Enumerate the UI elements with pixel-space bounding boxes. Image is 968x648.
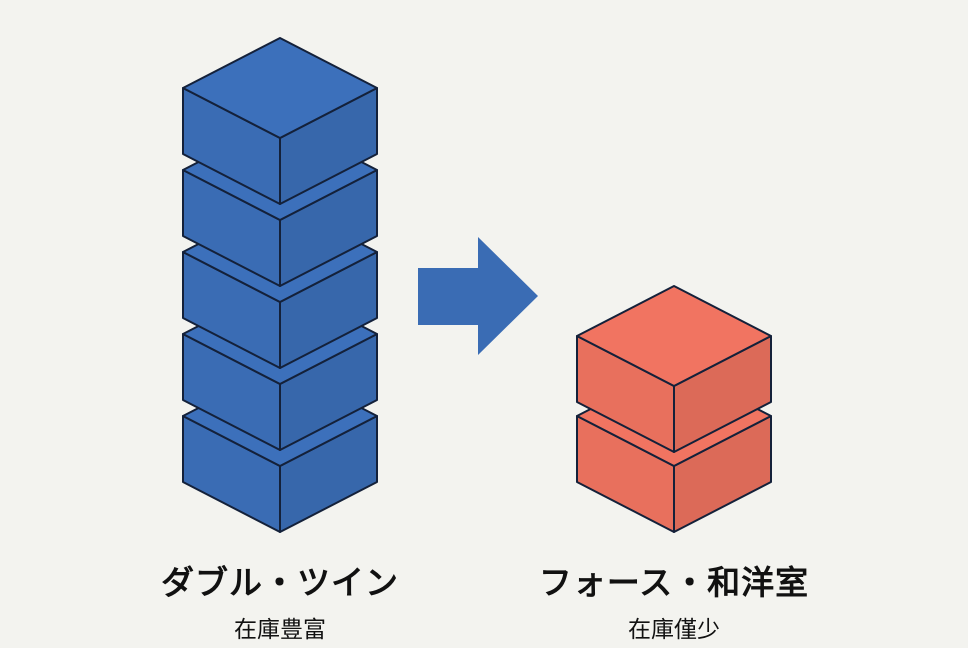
arrow-right-icon bbox=[418, 237, 538, 355]
left-stock-status: 在庫豊富 bbox=[234, 617, 326, 643]
cube-top-face bbox=[576, 285, 772, 387]
left-cube-stack bbox=[182, 37, 378, 533]
cube bbox=[576, 285, 772, 453]
right-cube-stack bbox=[576, 285, 772, 533]
cube bbox=[182, 37, 378, 205]
cube-top-face bbox=[182, 37, 378, 139]
right-room-type-title: フォース・和洋室 bbox=[538, 563, 810, 602]
left-room-type-title: ダブル・ツイン bbox=[161, 563, 399, 602]
right-stock-status: 在庫僅少 bbox=[628, 617, 720, 643]
